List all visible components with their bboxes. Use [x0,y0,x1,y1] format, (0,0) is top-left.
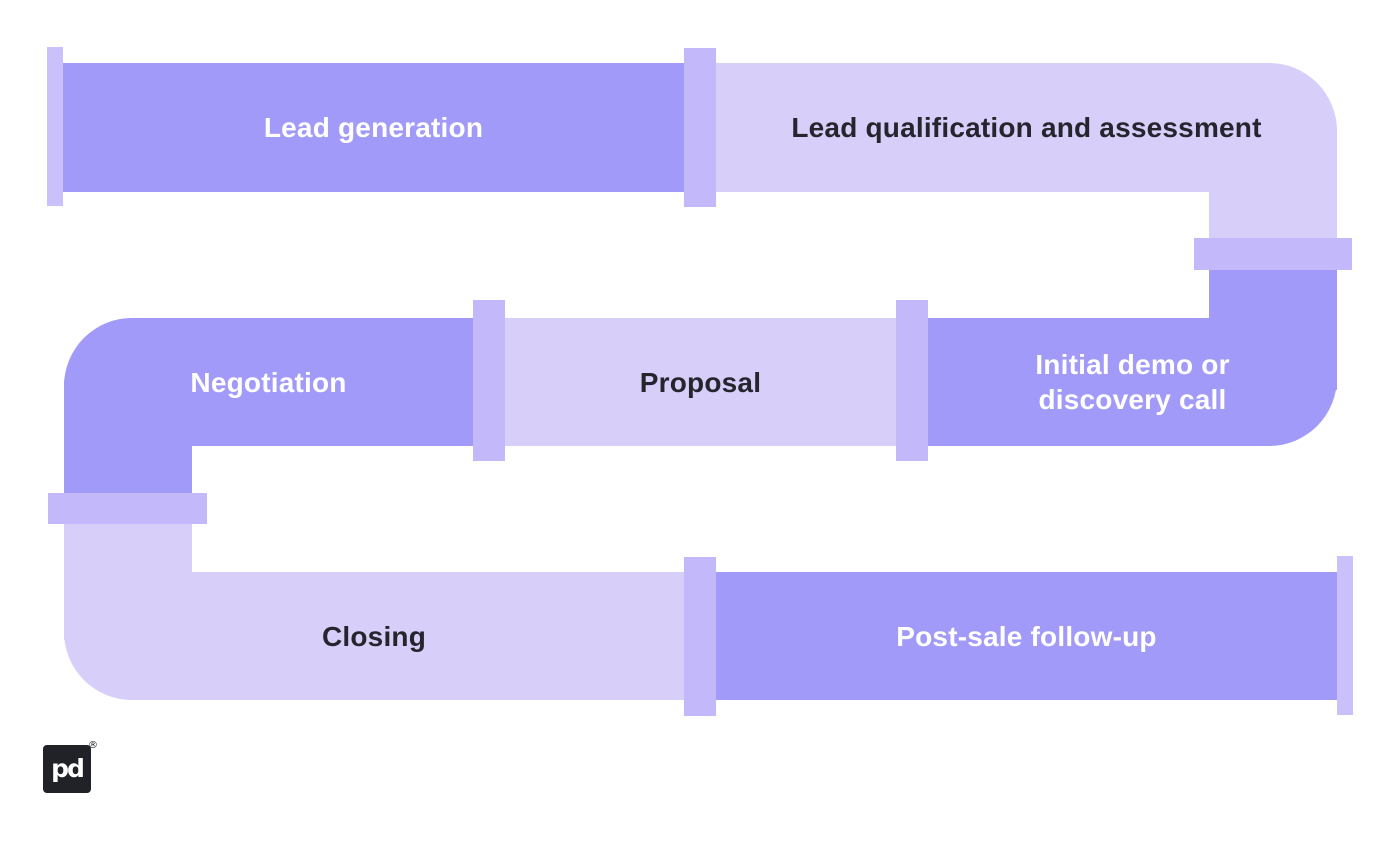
pipe-closing [64,572,712,700]
logo-box: pd [43,745,91,793]
pandadoc-logo: pd ® [43,740,98,793]
pipe-joint-2 [473,300,505,461]
pipe-end-cap [1337,556,1353,715]
pipe-post-sale [700,572,1337,700]
pipe-collar-right [1194,238,1352,270]
pipe-proposal [478,318,923,446]
pipe-joint-1 [684,48,716,207]
pipe-start-cap [47,47,63,206]
registered-trademark-icon: ® [88,740,98,751]
pipe-joint-4 [684,557,716,716]
pipe-elbow-left-down-solid [64,380,192,493]
pipe-lead-generation [63,63,690,192]
pipe-collar-left [48,493,207,524]
pipe-joint-3 [896,300,928,461]
pipe-initial-demo [900,318,1337,446]
logo-monogram: pd [51,753,85,783]
